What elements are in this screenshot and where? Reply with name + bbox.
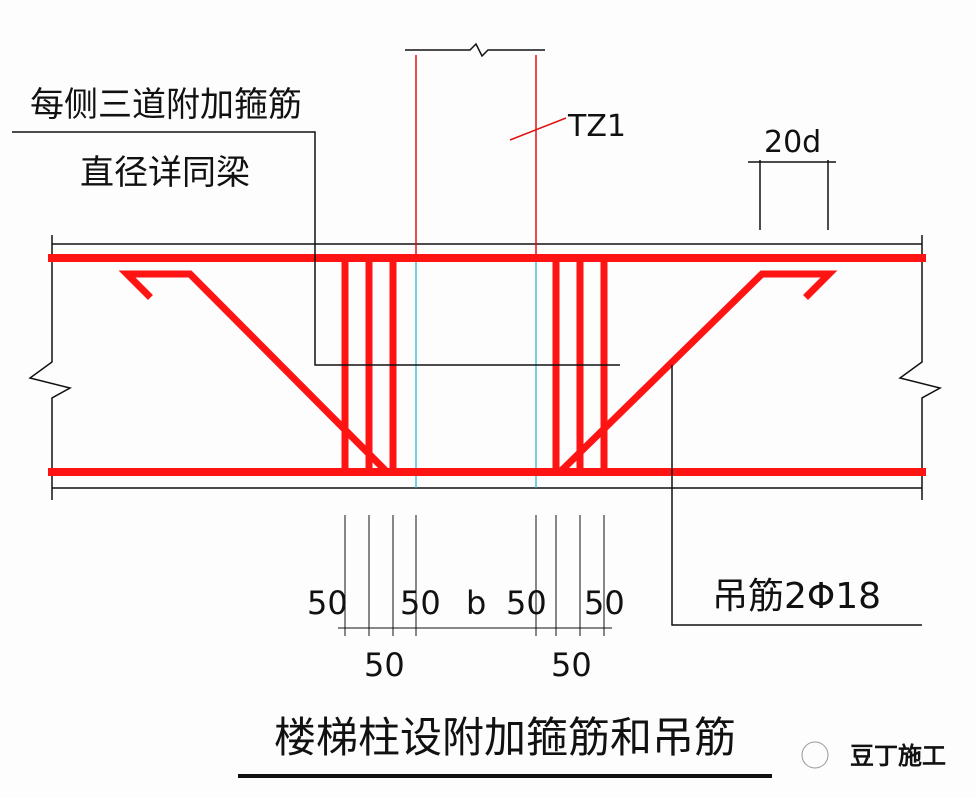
- dim-label: 50: [551, 646, 592, 684]
- column-label-leader: [509, 117, 567, 141]
- right-break-line: [898, 235, 943, 500]
- column-label: TZ1: [567, 109, 626, 144]
- left-break-line: [28, 235, 73, 500]
- hanger-label: 吊筋2Φ18: [712, 576, 881, 617]
- dim-label: 50: [364, 646, 405, 684]
- dim-label-b: b: [466, 584, 486, 622]
- stirrup-note-line2: 直径详同梁: [80, 153, 250, 193]
- watermark: 豆丁施工: [801, 741, 946, 770]
- hanger-bar-right: [557, 270, 838, 475]
- hanger-leader: [671, 365, 922, 626]
- rebars: [48, 254, 926, 476]
- dim-label: 50: [307, 584, 348, 622]
- anchorage-label: 20d: [764, 125, 821, 160]
- dim-label: 50: [506, 584, 547, 622]
- dim-label: 50: [584, 584, 625, 622]
- dim-label: 50: [400, 584, 441, 622]
- leaders: [12, 117, 922, 636]
- stirrup-note-line1: 每侧三道附加箍筋: [30, 85, 302, 125]
- beam-outline: [28, 42, 943, 500]
- watermark-text: 豆丁施工: [850, 742, 946, 770]
- dimension-labels: 50 50 b 50 50 50 50: [307, 584, 625, 684]
- column-break-line: [405, 42, 545, 58]
- dimension-extension-lines: [338, 515, 612, 636]
- watermark-logo-icon: [801, 741, 829, 769]
- drawing-title: 楼梯柱设附加箍筋和吊筋: [274, 713, 736, 762]
- hanger-bar-left: [118, 270, 390, 475]
- column-tz1: [415, 55, 537, 488]
- stirrup-note-leader: [12, 131, 620, 366]
